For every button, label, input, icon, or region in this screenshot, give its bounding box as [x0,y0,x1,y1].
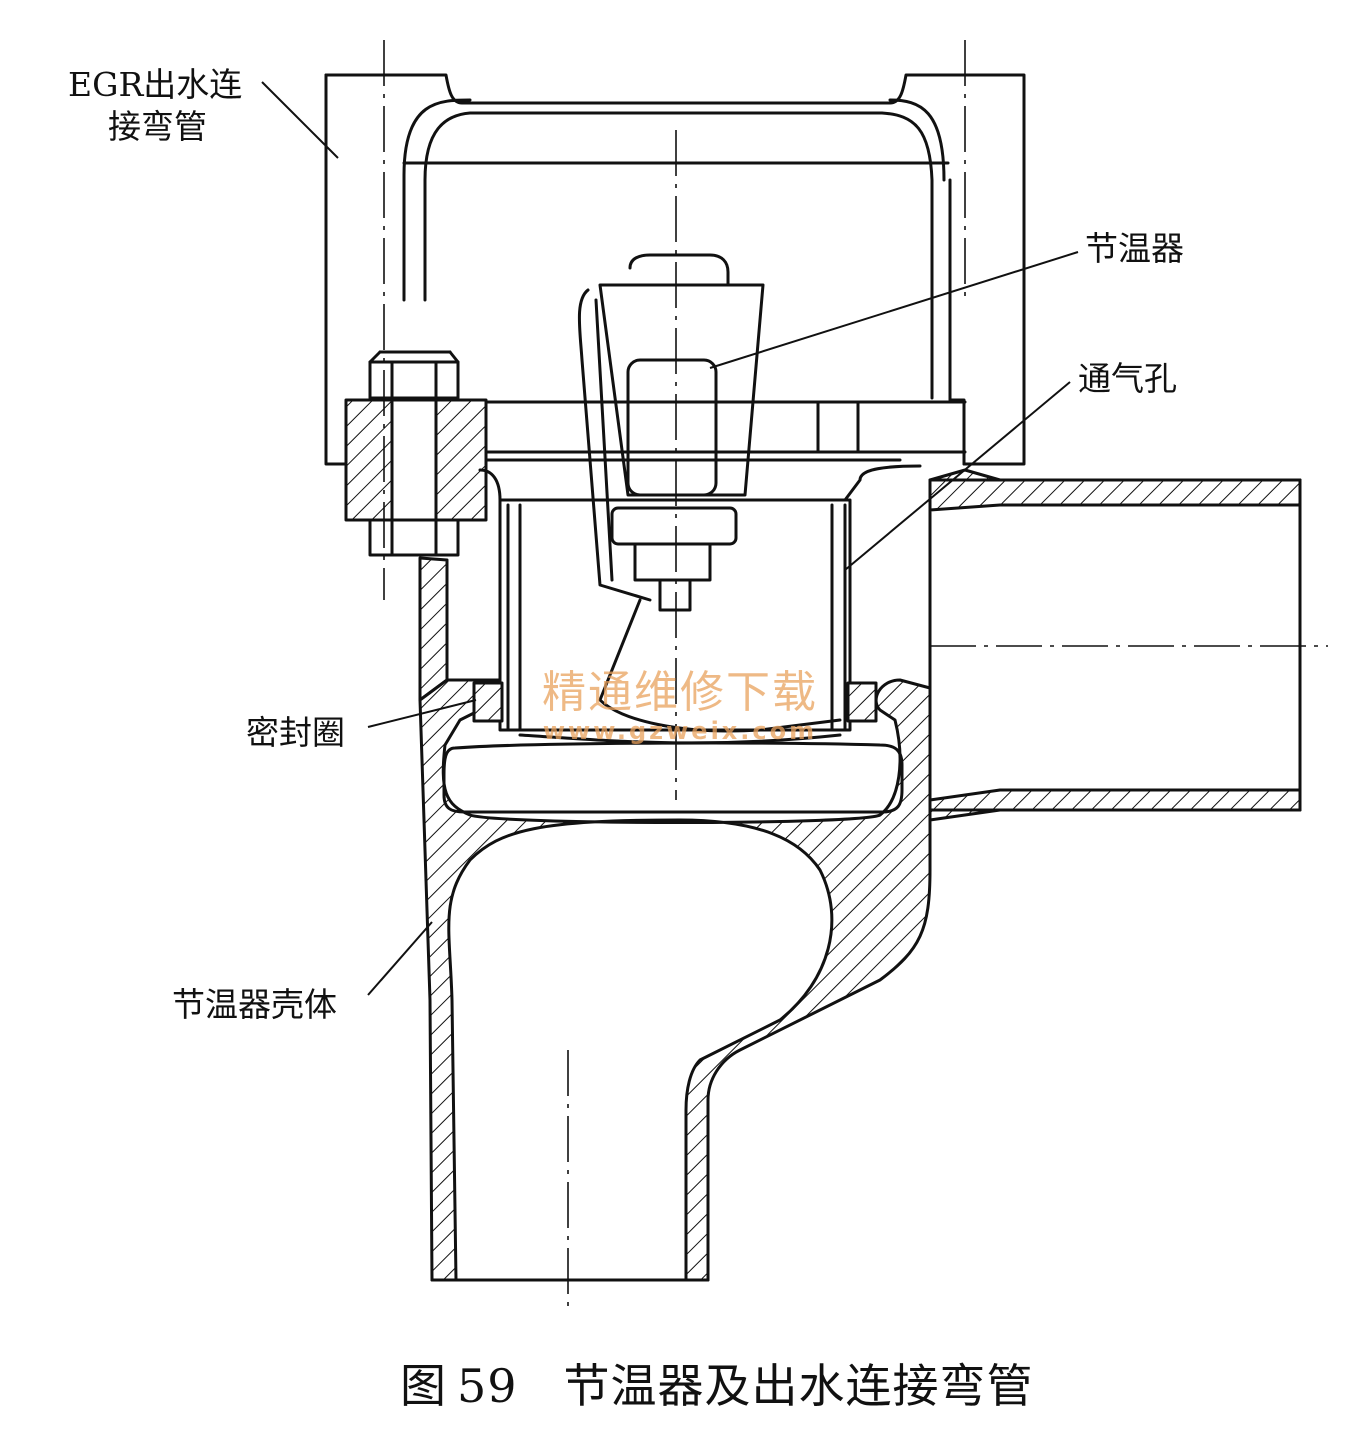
leader-seal [367,699,477,728]
lower-chamber [442,741,904,814]
bolt-and-nut [344,350,488,557]
caption-figure: 图 [400,1359,447,1413]
label-thermostat: 节温器 [1085,229,1184,268]
leader-thermostat [709,251,1079,369]
caption-title: 节温器及出水连接弯管 [563,1359,1034,1413]
egr-outlet-elbow [324,73,1026,466]
label-thermostat-housing: 节温器壳体 [172,985,337,1024]
leader-egr [261,81,339,159]
leader-housing [367,921,433,996]
caption-number: 59 [457,1359,518,1413]
label-egr-line2: 接弯管 [108,107,207,146]
label-egr-line1: EGR出水连 [68,65,243,104]
seal-rings [472,681,878,723]
label-vent-hole: 通气孔 [1078,359,1177,398]
thermostat-housing [418,464,1302,1282]
leader-vent [844,381,1071,571]
thermostat-body [498,253,852,745]
label-egr-outlet-elbow: EGR出水连 接弯管 [68,64,242,148]
label-seal-ring: 密封圈 [246,713,345,752]
